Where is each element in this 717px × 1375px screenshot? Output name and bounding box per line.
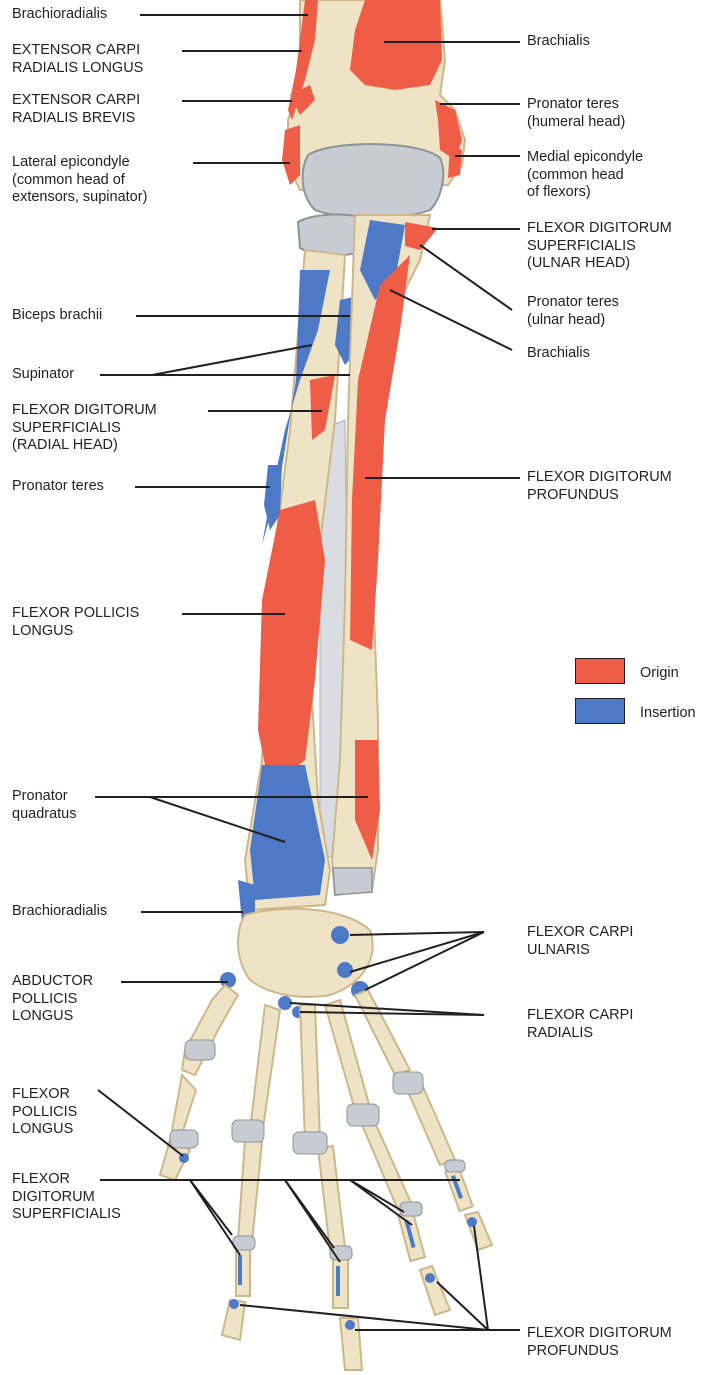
label-brachialis-top: Brachialis <box>527 33 590 51</box>
label-supinator: Supinator <box>12 366 74 384</box>
ulnar-head <box>333 868 372 895</box>
label-brachioradialis-top: Brachioradialis <box>12 6 107 24</box>
label-fds-fingers: FLEXOR DIGITORUM SUPERFICIALIS <box>12 1171 121 1224</box>
label-brachialis-bottom: Brachialis <box>527 345 590 363</box>
label-pronator-teres-humeral: Pronator teres (humeral head) <box>527 96 625 131</box>
label-fds-ulnar-head: FLEXOR DIGITORUM SUPERFICIALIS (ULNAR HE… <box>527 220 672 273</box>
label-extensor-carpi-radialis-longus: EXTENSOR CARPI RADIALIS LONGUS <box>12 42 143 77</box>
lateral-epicondyle-origin <box>282 125 300 185</box>
label-flexor-pollicis-longus-thumb: FLEXOR POLLICIS LONGUS <box>12 1086 77 1139</box>
label-flexor-carpi-ulnaris: FLEXOR CARPI ULNARIS <box>527 924 633 959</box>
label-fds-radial-head: FLEXOR DIGITORUM SUPERFICIALIS (RADIAL H… <box>12 402 157 455</box>
label-biceps-brachii: Biceps brachii <box>12 307 102 325</box>
label-fdp-forearm: FLEXOR DIGITORUM PROFUNDUS <box>527 469 672 504</box>
legend-insertion-swatch <box>575 698 625 724</box>
hand-bones <box>160 985 492 1370</box>
brachialis-origin <box>350 0 442 90</box>
legend-insertion-label: Insertion <box>640 705 696 723</box>
label-abductor-pollicis-longus: ABDUCTOR POLLICIS LONGUS <box>12 973 93 1026</box>
label-pronator-teres-ulnar: Pronator teres (ulnar head) <box>527 294 619 329</box>
carpal-bones <box>220 909 373 1018</box>
legend-origin-swatch <box>575 658 625 684</box>
legend-origin-label: Origin <box>640 665 679 683</box>
medial-epicondyle-origin <box>448 145 462 178</box>
label-pronator-quadratus: Pronator quadratus <box>12 788 77 823</box>
label-flexor-pollicis-longus-forearm: FLEXOR POLLICIS LONGUS <box>12 605 139 640</box>
elbow-cartilage <box>303 144 444 217</box>
label-brachioradialis-bottom: Brachioradialis <box>12 903 107 921</box>
label-medial-epicondyle: Medial epicondyle (common head of flexor… <box>527 149 643 202</box>
label-extensor-carpi-radialis-brevis: EXTENSOR CARPI RADIALIS BREVIS <box>12 92 140 127</box>
label-pronator-teres-left: Pronator teres <box>12 478 104 496</box>
label-lateral-epicondyle: Lateral epicondyle (common head of exten… <box>12 154 147 207</box>
label-fdp-fingers: FLEXOR DIGITORUM PROFUNDUS <box>527 1325 672 1360</box>
label-flexor-carpi-radialis: FLEXOR CARPI RADIALIS <box>527 1007 633 1042</box>
